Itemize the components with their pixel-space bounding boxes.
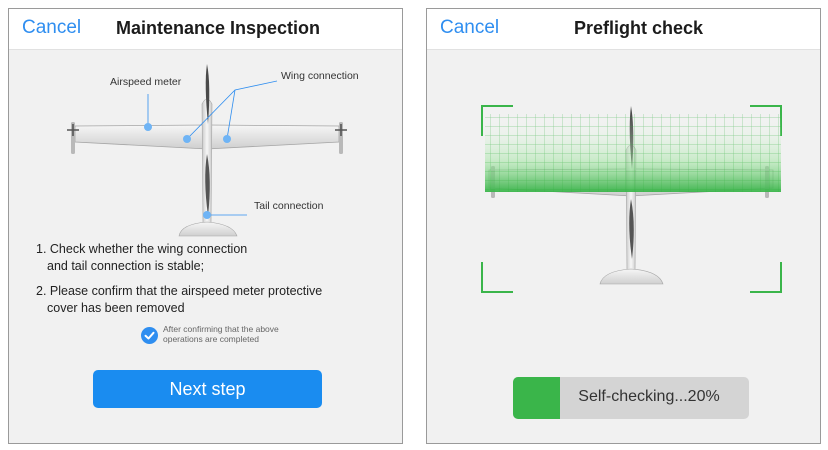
self-check-progress-bar: Self-checking...20% <box>513 377 749 419</box>
preflight-check-panel: Cancel Preflight check <box>426 8 821 444</box>
instruction-1-line-1: 1. Check whether the wing connection <box>36 242 248 256</box>
wing-connection-point-right <box>223 135 231 143</box>
airspeed-meter-label: Airspeed meter <box>110 76 182 88</box>
wing-connection-point-left <box>183 135 191 143</box>
confirm-checkbox[interactable] <box>141 327 158 344</box>
maintenance-header: Cancel Maintenance Inspection <box>9 9 402 50</box>
cancel-button[interactable]: Cancel <box>22 17 82 38</box>
scan-grid <box>485 114 781 192</box>
left-wingtip-propeller <box>67 124 79 136</box>
tail-connection-point <box>203 211 211 219</box>
front-propeller <box>205 64 210 124</box>
right-wingtip-propeller <box>335 124 347 136</box>
scan-diagram <box>481 105 782 293</box>
wing-connection-label: Wing connection <box>281 70 359 82</box>
progress-text: Self-checking...20% <box>578 388 720 405</box>
corner-bracket-bottom-left <box>481 262 513 293</box>
check-icon <box>144 331 155 340</box>
tail-connection-label: Tail connection <box>254 200 324 212</box>
rear-propeller <box>629 199 634 259</box>
cancel-button[interactable]: Cancel <box>440 17 500 38</box>
instruction-1-line-2: and tail connection is stable; <box>47 259 205 273</box>
preflight-header: Cancel Preflight check <box>427 9 820 50</box>
aircraft-diagram <box>67 64 347 237</box>
instruction-2-line-2: cover has been removed <box>47 301 185 315</box>
confirm-text: After confirming that the above operatio… <box>163 324 279 344</box>
airspeed-meter-point <box>144 123 152 131</box>
next-step-button[interactable]: Next step <box>93 370 322 408</box>
page-title: Preflight check <box>573 18 704 38</box>
rear-propeller <box>205 154 210 216</box>
corner-bracket-top-left <box>481 105 513 136</box>
progress-fill <box>513 377 561 419</box>
tailplane <box>178 221 238 237</box>
maintenance-inspection-panel: Cancel Maintenance Inspection <box>8 8 403 444</box>
page-title: Maintenance Inspection <box>115 18 321 38</box>
corner-bracket-bottom-right <box>750 262 782 293</box>
tailplane <box>599 268 664 285</box>
instruction-2-line-1: 2. Please confirm that the airspeed mete… <box>36 284 323 298</box>
wing-connection-leader-line-2 <box>226 89 236 140</box>
